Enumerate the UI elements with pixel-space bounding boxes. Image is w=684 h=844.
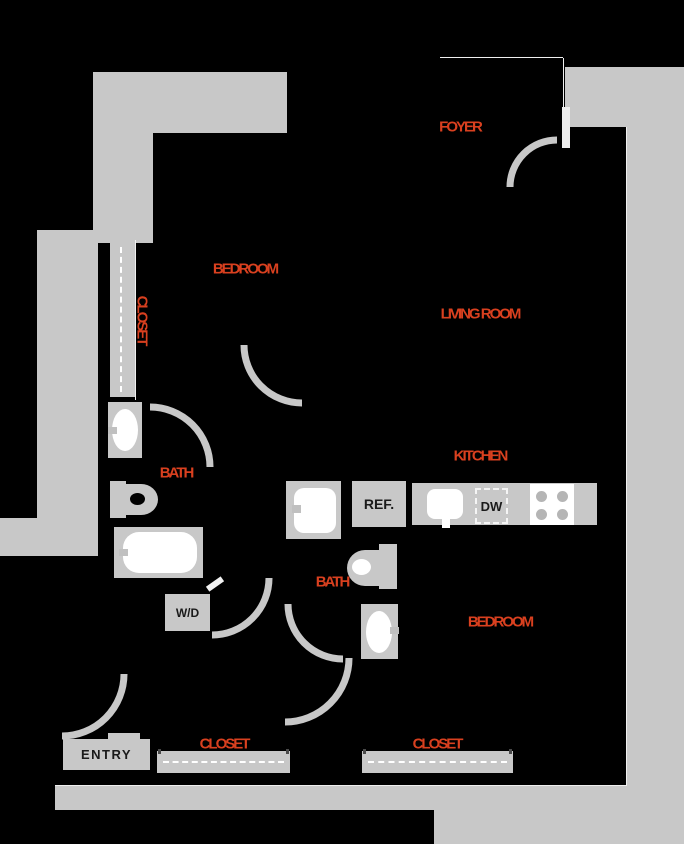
door-swing-arc-bedroom2 — [284, 657, 353, 726]
refrigerator-box: REF. — [352, 481, 406, 527]
washer-dryer-label: W/D — [175, 605, 200, 620]
entry-label: ENTRY — [80, 747, 133, 762]
wall-edge-line-bottom — [55, 785, 627, 786]
wall-edge-line-closet — [135, 240, 136, 400]
door-swing-arc-entry — [61, 673, 128, 740]
door-leaf-foyer — [562, 107, 570, 148]
bathtub-icon-inner — [123, 532, 197, 573]
kitchen-sink-icon — [427, 489, 463, 519]
faucet-icon-bath2-sink — [390, 627, 399, 634]
room-label-bedroom-1: BEDROOM — [212, 260, 279, 278]
closet-rod-dash-1 — [163, 761, 284, 763]
dishwasher-box: DW — [475, 488, 508, 524]
stove-burner-icon — [557, 509, 568, 520]
exterior-block-bottom-band — [55, 786, 627, 810]
door-swing-arc-bedroom1 — [240, 344, 303, 407]
exterior-block-left-column — [37, 230, 98, 556]
stove-burner-icon — [557, 491, 568, 502]
door-swing-arc-hall — [211, 577, 273, 639]
shower-icon — [294, 488, 336, 533]
exterior-block-bottom-right — [434, 810, 684, 844]
washer-dryer-box: W/D — [163, 592, 212, 633]
refrigerator-label: REF. — [363, 496, 395, 512]
room-label-closet-1: CLOSET — [199, 735, 251, 753]
toilet-hole-bath1 — [130, 493, 145, 505]
room-label-living-room: LIVING ROOM — [440, 305, 522, 323]
faucet-icon-bathtub — [119, 549, 128, 556]
faucet-icon-kitchen-sink — [442, 515, 450, 528]
toilet-tank-bath1 — [110, 481, 126, 518]
room-label-closet-bedroom1: CLOSET — [133, 295, 151, 345]
faucet-icon-bath1-sink — [108, 427, 117, 434]
room-label-bath-2: BATH — [315, 573, 351, 591]
closet-rod-dash-2 — [368, 761, 507, 763]
stove-burner-icon — [536, 491, 547, 502]
room-label-bath-1: BATH — [159, 464, 195, 482]
entry-landing: ENTRY — [63, 739, 150, 770]
toilet-hole-bath2 — [352, 559, 371, 575]
closet-bracket — [286, 749, 289, 754]
sink-basin-icon-bath2 — [366, 611, 392, 653]
exterior-block-top-right — [565, 67, 684, 127]
stove-burner-icon — [536, 509, 547, 520]
exterior-block-right-column — [627, 127, 684, 844]
exterior-block-left-step — [0, 518, 37, 556]
wall-edge-line-foyer-right — [563, 58, 564, 130]
room-label-foyer: FOYER — [439, 118, 483, 136]
room-label-bedroom-2: BEDROOM — [467, 613, 534, 631]
closet-bracket — [363, 749, 366, 754]
door-swing-arc-foyer — [506, 136, 558, 188]
room-label-closet-2: CLOSET — [412, 735, 464, 753]
closet-bracket — [158, 749, 161, 754]
dishwasher-label: DW — [480, 498, 503, 514]
door-swing-arc-bath1 — [149, 403, 214, 468]
closet-rod-dash-bedroom1 — [120, 247, 122, 392]
wall-edge-line-right — [626, 127, 627, 786]
room-label-kitchen: KITCHEN — [453, 447, 509, 465]
door-swing-arc-bath2 — [284, 603, 344, 663]
entry-landing-tab — [108, 733, 140, 739]
closet-bracket — [509, 749, 512, 754]
faucet-icon-shower — [292, 505, 301, 513]
closet-shelf-bedroom1 — [110, 242, 135, 397]
toilet-tank-bath2 — [379, 544, 397, 589]
exterior-block-top-left-column — [93, 72, 153, 243]
stove-icon — [530, 484, 574, 525]
wall-edge-line-foyer-top — [440, 57, 563, 58]
